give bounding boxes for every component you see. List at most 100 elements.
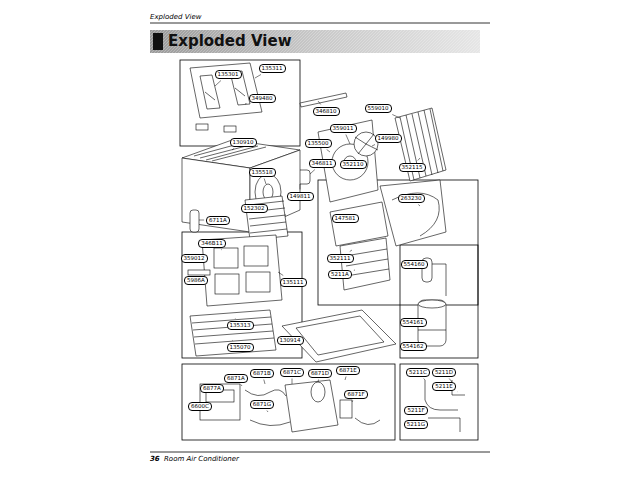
callout-number: 346810: [316, 108, 337, 114]
leader-line: [235, 318, 236, 320]
callout-number: 6871G: [253, 401, 271, 407]
callout-bubble: 130914: [277, 336, 304, 345]
callout-number: 359012: [184, 255, 205, 261]
page-header: Exploded View: [150, 13, 201, 21]
callout-number: 5211A: [331, 271, 349, 277]
callout-bubble: 559010: [365, 104, 392, 113]
part-drawings: [182, 63, 465, 432]
callout-bubble: 346810: [313, 107, 340, 116]
callout-bubble: 554162: [400, 342, 427, 351]
callout-bubble: 346B11: [198, 239, 225, 248]
callout-number: 6871C: [283, 369, 301, 375]
callout-number: 359011: [333, 125, 354, 131]
callout-bubble: 349480: [249, 94, 276, 103]
callout-bubble: 5986A: [184, 276, 208, 285]
callout-bubble: 5211A: [328, 270, 352, 279]
callout-bubble: 352111: [327, 254, 354, 263]
banner-block: [153, 33, 163, 50]
callout-bubble: 6877A: [200, 384, 224, 393]
leader-line: [232, 340, 234, 342]
leader-line: [255, 75, 261, 79]
callout-number: 149811: [290, 193, 311, 199]
callout-number: 130914: [280, 337, 301, 343]
leader-line: [232, 149, 234, 151]
leader-line: [278, 272, 283, 276]
callout-number: 6711A: [209, 217, 227, 223]
callout-bubble: 5211C: [406, 368, 430, 377]
leader-line: [350, 250, 352, 252]
callout-bubble: 135500: [305, 139, 332, 148]
callout-number: 559010: [368, 105, 389, 111]
callout-number: 263230: [401, 195, 422, 201]
leader-line: [292, 379, 293, 385]
callout-bubble: 6871C: [280, 368, 304, 377]
callout-bubble: 359011: [330, 124, 357, 133]
callout-number: 6871A: [227, 375, 245, 381]
callout-bubble: 5211E: [432, 382, 455, 391]
callout-bubble: 147581: [332, 214, 359, 223]
leader-line: [352, 401, 354, 403]
callout-bubble: 130910: [230, 138, 257, 147]
callout-bubble: 6600C: [188, 402, 212, 411]
leader-line: [457, 391, 458, 392]
callout-bubble: 135111: [280, 278, 307, 287]
leader-line: [215, 81, 221, 87]
callout-number: 130910: [233, 139, 254, 145]
callout-number: 149980: [378, 135, 399, 141]
callout-number: 6871B: [253, 370, 271, 376]
leader-line: [245, 103, 247, 105]
callout-bubble: 135518: [249, 168, 276, 177]
callout-bubble: 6871D: [308, 369, 332, 378]
callout-number: 5211G: [407, 421, 425, 427]
callout-number: 135311: [262, 65, 283, 71]
leader-line: [264, 380, 265, 385]
callout-number: 152302: [244, 205, 265, 211]
callout-bubble: 5211G: [404, 420, 428, 429]
leader-line: [318, 101, 321, 105]
callout-bubble: 152302: [241, 204, 268, 213]
callout-number: 352111: [330, 255, 351, 261]
callout-bubble: 554160: [401, 260, 428, 269]
leader-line: [267, 411, 268, 413]
callout-bubble: 6871B: [250, 369, 274, 378]
header-rule: [150, 23, 490, 24]
leader-line: [372, 145, 375, 147]
leader-line: [264, 179, 266, 185]
leader-line: [346, 135, 350, 145]
callout-number: 554162: [403, 343, 424, 349]
callout-number: 6871D: [311, 370, 329, 376]
callout-bubble: 554161: [400, 318, 427, 327]
group-frames: [180, 60, 478, 440]
callout-bubble: 263230: [398, 194, 425, 203]
callout-number: 147581: [335, 215, 356, 221]
leader-line: [241, 385, 242, 387]
leader-line: [199, 220, 204, 221]
callout-number: 135301: [218, 71, 239, 77]
callout-bubble: 5211D: [432, 368, 456, 377]
callout-number: 6871F: [347, 391, 364, 397]
callout-bubble: 352110: [340, 160, 367, 169]
callout-bubble: 6711A: [206, 216, 230, 225]
callout-number: 554160: [404, 261, 425, 267]
callout-number: 135518: [252, 169, 273, 175]
callout-number: 346811: [312, 160, 333, 166]
callout-bubble: 359012: [181, 254, 208, 263]
callout-number: 135313: [230, 322, 251, 328]
leader-lines: [199, 75, 458, 413]
callout-bubble: 6871A: [224, 374, 248, 383]
callout-number: 5211F: [407, 407, 424, 413]
callout-number: 135500: [308, 140, 329, 146]
callout-number: 6871E: [339, 367, 356, 373]
leader-line: [327, 150, 330, 153]
callout-bubble: 135301: [215, 70, 242, 79]
callout-number: 352115: [402, 164, 423, 170]
callout-number: 6600C: [191, 403, 209, 409]
callout-bubble: 135070: [227, 343, 254, 352]
callout-bubble: 346811: [309, 159, 336, 168]
callout-bubble: 149980: [375, 134, 402, 143]
callout-bubble: 135311: [259, 64, 286, 73]
callout-number: 349480: [252, 95, 273, 101]
callout-bubble: 149811: [287, 192, 314, 201]
leader-line: [418, 158, 420, 161]
